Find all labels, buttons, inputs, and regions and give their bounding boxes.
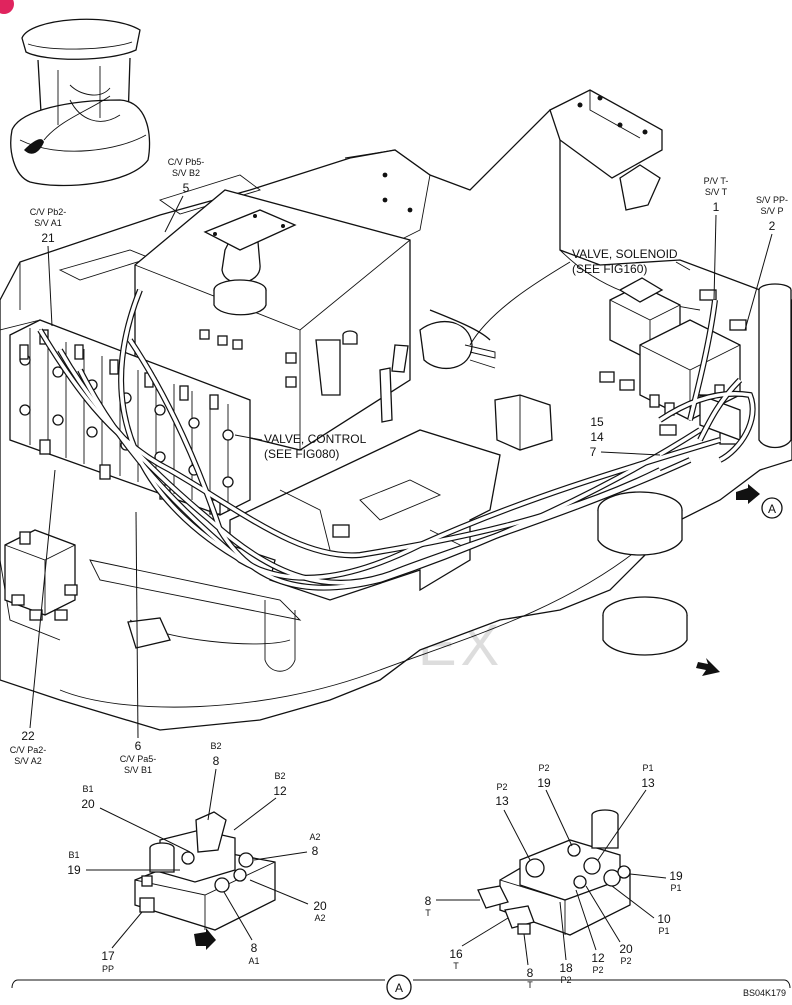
callout-valve-control: VALVE, CONTROL (SEE FIG080): [234, 432, 367, 461]
callout-valve-solenoid: VALVE, SOLENOID (SEE FIG160): [469, 247, 691, 346]
dr-p2-tag-d: P2: [592, 965, 603, 975]
dl-b1-tag-a: B1: [82, 784, 93, 794]
pv-t-line2: S/V T: [705, 187, 728, 197]
cv-pa5-line1: C/V Pa5-: [120, 754, 157, 764]
solenoid-block-left-side: [4, 529, 78, 621]
dr-p1-num-a: 13: [641, 776, 655, 790]
figure-code: BS04K179: [743, 988, 786, 998]
dl-pp-num: 17: [101, 949, 115, 963]
cv-pa5-num: 6: [135, 739, 142, 753]
dr-t-tag-a: T: [425, 908, 431, 918]
dr-p1-num-b: 19: [669, 869, 683, 883]
right-stack-15: 15: [590, 415, 604, 429]
dl-b1-num-b: 19: [67, 863, 81, 877]
valve-solenoid-line2: (SEE FIG160): [572, 262, 647, 276]
cv-pb5-line2: S/V B2: [172, 168, 200, 178]
dr-p1-tag-a: P1: [642, 763, 653, 773]
cv-pb5-line1: C/V Pb5-: [168, 157, 205, 167]
dr-p1-num-c: 10: [657, 912, 671, 926]
right-stack-7: 7: [590, 445, 597, 459]
cv-pa2-line1: C/V Pa2-: [10, 745, 47, 755]
dr-t-num-a: 8: [425, 894, 432, 908]
dl-b2-num-b: 12: [273, 784, 287, 798]
sv-pp-num: 2: [769, 219, 776, 233]
hose-runs: [37, 288, 756, 591]
front-arrow: [696, 658, 720, 676]
dl-a2-tag-b: A2: [314, 913, 325, 923]
cv-pb2-line1: C/V Pb2-: [30, 207, 67, 217]
cv-pa2-num: 22: [21, 729, 35, 743]
view-marker-circle: [761, 497, 783, 519]
dr-p2-num-e: 18: [559, 961, 573, 975]
dr-t-tag-b: T: [453, 961, 459, 971]
dr-t-num-c: 8: [527, 966, 534, 980]
dl-pp-tag: PP: [102, 964, 114, 974]
cv-pa2-line2: S/V A2: [14, 756, 42, 766]
cv-pb2-line2: S/V A1: [34, 218, 62, 228]
machine-inset: [10, 18, 151, 187]
valve-control-line1: VALVE, CONTROL: [264, 432, 367, 446]
detail-right-valve: [477, 809, 631, 936]
cv-pb2-num: 21: [41, 231, 55, 245]
dl-a2-num-b: 20: [313, 899, 327, 913]
view-arrow-a: [736, 484, 760, 504]
pv-t-line1: P/V T-: [704, 176, 729, 186]
detail-left-valve: [134, 811, 276, 950]
dr-p2-num-a: 19: [537, 776, 551, 790]
dl-b2-tag-a: B2: [210, 741, 221, 751]
detail-right-labels: P2 19 P2 13 P1 13 8 T 19 P1 10 P1 16 T 2…: [425, 763, 683, 990]
dl-a1-tag: A1: [248, 956, 259, 966]
dr-p1-tag-b: P1: [670, 883, 681, 893]
cv-pa5-line2: S/V B1: [124, 765, 152, 775]
dr-t-num-b: 16: [449, 947, 463, 961]
dl-a2-num-a: 8: [312, 844, 319, 858]
dl-b2-tag-b: B2: [274, 771, 285, 781]
valve-control-line2: (SEE FIG080): [264, 447, 339, 461]
dr-p1-tag-c: P1: [658, 926, 669, 936]
dr-t-tag-c: T: [527, 980, 533, 990]
pv-t-num: 1: [713, 200, 720, 214]
right-stack-14: 14: [590, 430, 604, 444]
section-line: A: [11, 974, 791, 1000]
label-sv-pp: S/V PP- S/V P 2: [744, 195, 788, 331]
section-marker-label: A: [395, 981, 403, 995]
dr-p2-tag-c: P2: [620, 956, 631, 966]
dl-b1-tag-b: B1: [68, 850, 79, 860]
label-cv-pb5: C/V Pb5- S/V B2 5: [164, 157, 205, 233]
dr-p2-num-b: 13: [495, 794, 509, 808]
dl-b2-num-a: 8: [213, 754, 220, 768]
dl-a2-tag-a: A2: [309, 832, 320, 842]
cv-pb5-num: 5: [183, 181, 190, 195]
label-right-stack: 15 14 7: [590, 415, 661, 459]
dr-p2-tag-a: P2: [538, 763, 549, 773]
dl-a1-num: 8: [251, 941, 258, 955]
label-cv-pb2: C/V Pb2- S/V A1 21: [30, 207, 67, 327]
dl-b1-num-a: 20: [81, 797, 95, 811]
valve-solenoid-line1: VALVE, SOLENOID: [572, 247, 678, 261]
dr-p2-num-d: 12: [591, 951, 605, 965]
sv-pp-line2: S/V P: [760, 206, 783, 216]
view-marker-label: A: [768, 502, 776, 516]
label-pv-t: P/V T- S/V T 1: [704, 176, 729, 301]
dr-p2-num-c: 20: [619, 942, 633, 956]
dr-p2-tag-b: P2: [496, 782, 507, 792]
corner-marker: [0, 0, 14, 14]
label-cv-pa5: 6 C/V Pa5- S/V B1: [120, 511, 157, 775]
detail-left-labels: B2 8 B2 12 B1 20 A2 8 B1 19 20 A2 17 PP …: [67, 741, 327, 974]
sv-pp-line1: S/V PP-: [756, 195, 788, 205]
label-cv-pa2: 22 C/V Pa2- S/V A2: [10, 469, 56, 766]
